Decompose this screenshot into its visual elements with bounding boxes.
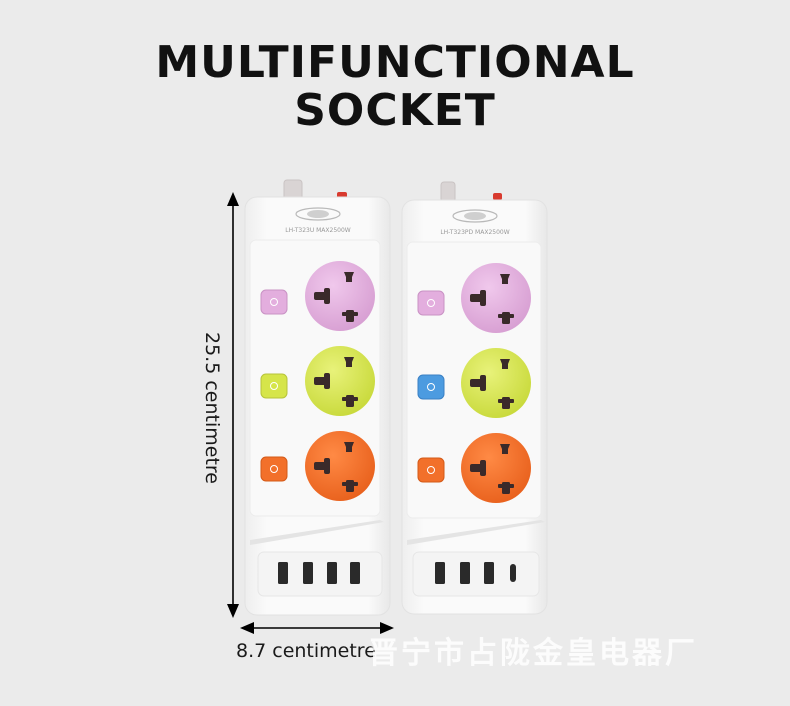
height-dimension-arrow <box>227 192 239 618</box>
switch-lime-left[interactable] <box>260 373 288 399</box>
switch-orange-left[interactable] <box>260 456 288 482</box>
usb-c-port <box>510 564 516 582</box>
usb-ports-left <box>278 562 360 584</box>
socket-right: LH-T323PD MAX2500W <box>401 181 548 615</box>
usb-ports-right <box>435 562 516 584</box>
width-label: 8.7 centimetre <box>236 640 376 662</box>
logo-badge-left <box>295 207 341 221</box>
title-line-2: SOCKET <box>294 85 496 136</box>
switch-orange-right[interactable] <box>417 457 445 483</box>
switch-pink-left[interactable] <box>260 289 288 315</box>
logo-badge-right <box>452 209 498 223</box>
socket-left: LH-T323U MAX2500W <box>244 179 391 616</box>
width-dimension-arrow <box>240 622 394 634</box>
model-label-right: LH-T323PD MAX2500W <box>440 229 509 236</box>
switch-blue-right[interactable] <box>417 374 445 400</box>
switch-pink-right[interactable] <box>417 290 445 316</box>
height-label: 25.5 centimetre <box>201 332 223 484</box>
model-label-left: LH-T323U MAX2500W <box>285 227 351 234</box>
title-line-1: MULTIFUNCTIONAL <box>155 37 635 88</box>
watermark: 晋宁市占陇金皇电器厂 <box>368 636 698 671</box>
